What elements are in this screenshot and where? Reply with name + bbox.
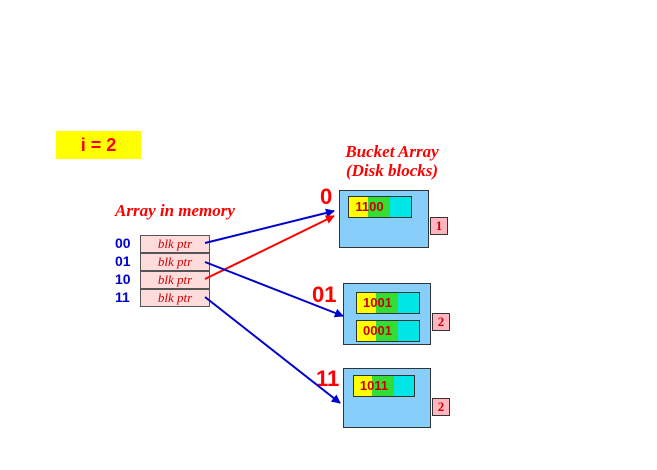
directory-pointer-00: blk ptr [140, 235, 210, 253]
bucket-0-record-1: 1100 [348, 196, 412, 218]
arrow-01-to-bucket-01 [204, 261, 344, 318]
arrow-10-to-bucket-0 [204, 215, 335, 280]
arrow-11-to-bucket-11 [204, 296, 341, 404]
bucket-11-record-1: 1011 [353, 375, 415, 397]
directory-index-00: 00 [115, 235, 131, 251]
directory-index-01: 01 [115, 253, 131, 269]
bucket-11-record-1-value: 1011 [359, 378, 389, 393]
bucket-0-record-1-value: 1100 [355, 199, 384, 214]
bucket-label-11: 11 [316, 366, 340, 391]
directory-pointer-10: blk ptr [140, 271, 210, 289]
bucket-01-record-1: 1001 [356, 292, 420, 314]
bucket-01-record-2-value: 0001 [363, 323, 392, 338]
directory-index-11: 11 [115, 289, 130, 305]
bucket-label-0: 0 [320, 184, 333, 209]
bucket-0-local-depth: 1 [430, 217, 448, 235]
bucket-label-01: 01 [312, 282, 337, 307]
directory-pointer-11: blk ptr [140, 289, 210, 307]
bucket-array-title-line2: (Disk blocks) [345, 161, 439, 180]
bucket-01-record-2: 0001 [356, 320, 420, 342]
bucket-01-local-depth: 2 [432, 313, 450, 331]
bucket-01-record-1-value: 1001 [363, 295, 392, 310]
memory-array-title: Array in memory [115, 201, 235, 220]
bucket-array-title: Bucket Array (Disk blocks) [322, 142, 462, 180]
arrow-00-to-bucket-0 [204, 208, 335, 244]
directory-pointer-01: blk ptr [140, 253, 210, 271]
bucket-11-local-depth: 2 [432, 398, 450, 416]
bucket-array-title-line1: Bucket Array [345, 142, 439, 161]
global-depth-label: i = 2 [56, 131, 141, 159]
directory-index-10: 10 [115, 271, 131, 287]
